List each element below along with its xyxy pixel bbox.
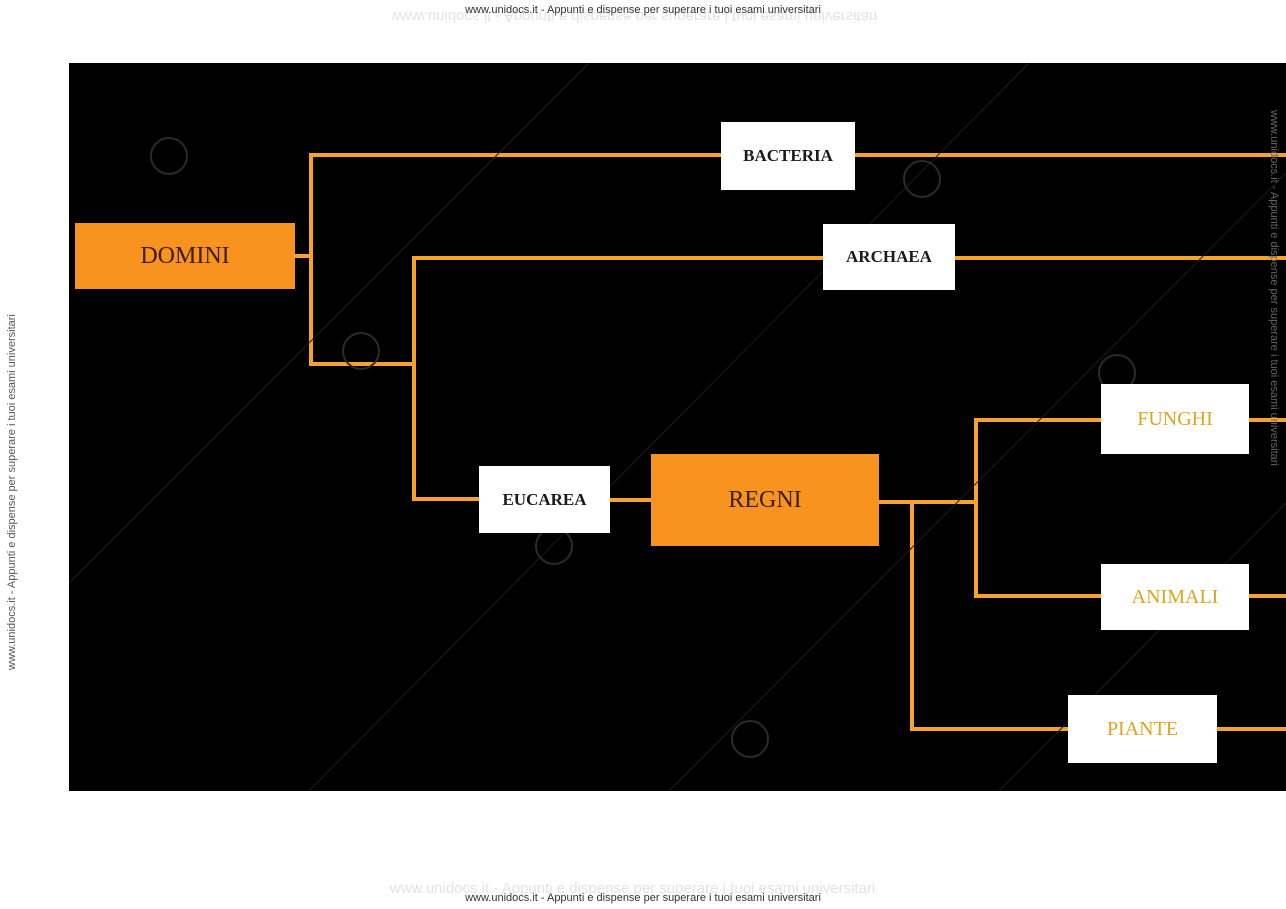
watermark-left: www.unidocs.it - Appunti e dispense per … — [6, 314, 18, 670]
node-eucarea: EUCAREA — [479, 466, 610, 533]
node-piante: PIANTE — [1068, 695, 1217, 763]
diagram-panel: BACTERIA DOMINI ARCHAEA EUCAREA REGNI FU… — [69, 63, 1286, 791]
faded-watermark-bottom: www.unidocs.it - Appunti e dispense per … — [390, 880, 876, 897]
node-animali: ANIMALI — [1101, 564, 1249, 630]
node-regni: REGNI — [651, 454, 879, 546]
node-funghi: FUNGHI — [1101, 384, 1249, 454]
watermark-right: www.unidocs.it - Appunti e dispense per … — [1268, 110, 1280, 466]
watermark-bottom: www.unidocs.it - Appunti e dispense per … — [465, 892, 821, 904]
node-bacteria: BACTERIA — [721, 122, 855, 190]
node-archaea: ARCHAEA — [823, 224, 955, 290]
watermark-top: www.unidocs.it - Appunti e dispense per … — [465, 4, 821, 16]
node-domini: DOMINI — [75, 223, 295, 289]
